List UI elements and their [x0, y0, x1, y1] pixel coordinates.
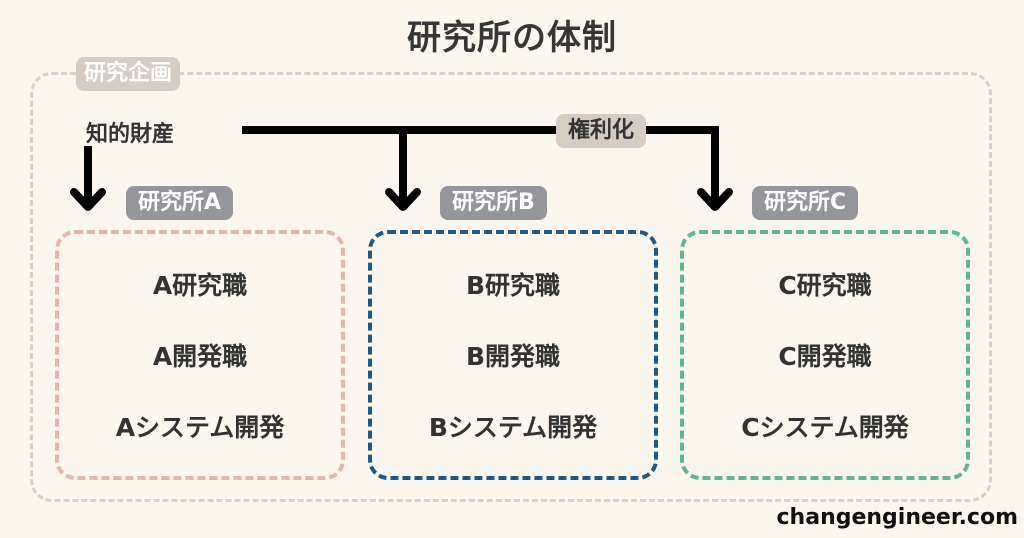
site-watermark: changengineer.com — [776, 505, 1018, 530]
planning-label: 研究企画 — [76, 57, 181, 91]
ip-label: 知的財産 — [86, 122, 175, 147]
lab-c-role: C研究職 — [778, 270, 872, 300]
lab-c-role: C開発職 — [778, 341, 872, 371]
lab-c-box: C研究職 C開発職 Cシステム開発 — [680, 230, 970, 480]
lab-a-label: 研究所A — [126, 186, 234, 220]
lab-a-box: A研究職 A開発職 Aシステム開発 — [55, 230, 345, 480]
arrow-a-head — [70, 188, 106, 211]
lab-c-role: Cシステム開発 — [741, 413, 909, 443]
lab-b-label: 研究所B — [440, 186, 547, 220]
diagram-title: 研究所の体制 — [407, 18, 617, 58]
lab-b-role: B研究職 — [465, 270, 561, 300]
lab-b-role: B開発職 — [465, 341, 561, 371]
planning-group-border — [30, 72, 992, 502]
lab-b-box: B研究職 B開発職 Bシステム開発 — [368, 230, 658, 480]
lab-a-role: A開発職 — [152, 341, 248, 371]
arrow-b-head — [385, 188, 421, 211]
lab-c-label: 研究所C — [752, 186, 859, 220]
lab-a-role: Aシステム開発 — [115, 413, 285, 443]
rights-label: 権利化 — [556, 114, 647, 148]
lab-b-role: Bシステム開発 — [428, 413, 598, 443]
lab-a-role: A研究職 — [152, 270, 248, 300]
arrow-c-head — [697, 188, 733, 211]
